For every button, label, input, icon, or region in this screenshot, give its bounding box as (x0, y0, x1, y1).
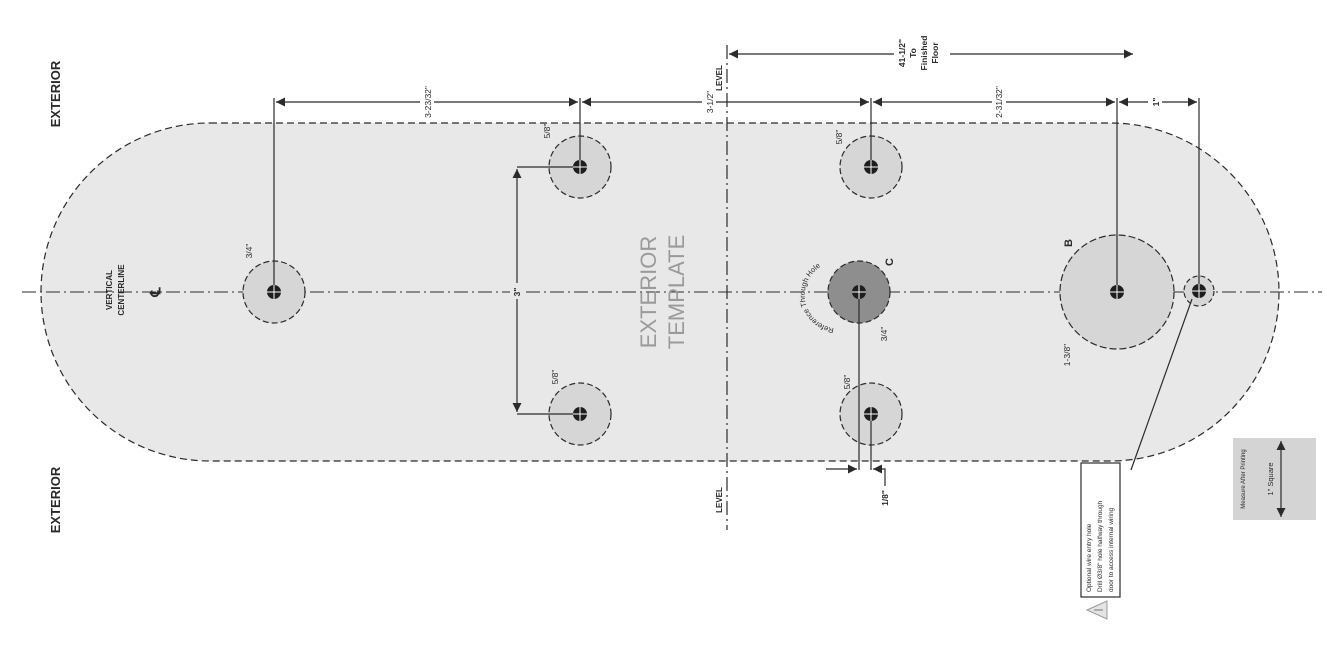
center-mark (1192, 284, 1206, 298)
dim-label-floor-value: 41-1/2" (897, 39, 907, 67)
exterior-label-bottom: EXTERIOR (48, 466, 63, 533)
centerline-label-line2: CENTERLINE (117, 264, 126, 316)
dim-label-d2: 3-1/2" (705, 91, 715, 113)
center-mark (864, 407, 878, 421)
dim-label-d1: 3-23/32" (423, 86, 433, 118)
center-mark (852, 285, 866, 299)
wire-entry-note: Optional wire entry hole Drill Ø3/8" hol… (1080, 462, 1121, 620)
hole-size-left-center: 3/4" (244, 244, 254, 259)
dim-label-d4: 1" (1151, 98, 1161, 107)
center-mark (573, 407, 587, 421)
scale-check-box: Measure After Printing 1" Square (1233, 438, 1316, 520)
dim-label-d5: 3" (512, 288, 522, 297)
hole-size-c: 3/4" (879, 327, 889, 342)
hole-size-upper-left: 5/8" (542, 124, 552, 139)
dim-label-floor-floor: Floor (930, 42, 940, 64)
centerline-symbol: ℄ (147, 287, 163, 298)
centerline-label-line1: VERTICAL (105, 270, 114, 310)
center-mark (864, 160, 878, 174)
extension-lines (273, 98, 1200, 471)
level-label-top: LEVEL (715, 65, 724, 91)
dim-line-d6-right (873, 464, 886, 486)
note-line2: Drill Ø3/8" hole halfway through (1097, 500, 1104, 592)
dim-label-floor-finished: Finished (919, 36, 929, 71)
dimension-labels: 3-23/32" 3-1/2" 2-31/32" 1" 41-1/2" To F… (420, 24, 1162, 506)
hole-size-lower-left: 5/8" (550, 370, 560, 385)
dim-label-d3: 2-31/32" (994, 86, 1004, 118)
note-line1: Optional wire entry hole (1086, 523, 1093, 592)
hole-letter-c: C (884, 258, 896, 266)
template-title-line1: EXTERIOR (636, 236, 661, 348)
note-line3: door to access internal wiring (1108, 507, 1115, 592)
scale-label: 1" Square (1266, 462, 1275, 495)
hole-size-upper-right: 5/8" (834, 130, 844, 145)
center-marks (267, 160, 1206, 421)
center-mark (573, 160, 587, 174)
level-label-bottom: LEVEL (715, 487, 724, 513)
template-title-line2: TEMPLATE (664, 235, 689, 350)
scale-caption: Measure After Printing (1241, 449, 1247, 508)
warning-icon (1085, 600, 1108, 620)
hole-size-b: 1-3/8" (1062, 344, 1072, 366)
hole-letter-b: B (1063, 239, 1075, 247)
center-mark (267, 285, 281, 299)
exterior-label-top: EXTERIOR (48, 60, 63, 127)
dim-label-floor-to: To (908, 48, 918, 58)
center-mark (1110, 285, 1124, 299)
hole-size-lower-right: 5/8" (842, 375, 852, 390)
dim-label-d6: 1/8" (880, 490, 890, 506)
